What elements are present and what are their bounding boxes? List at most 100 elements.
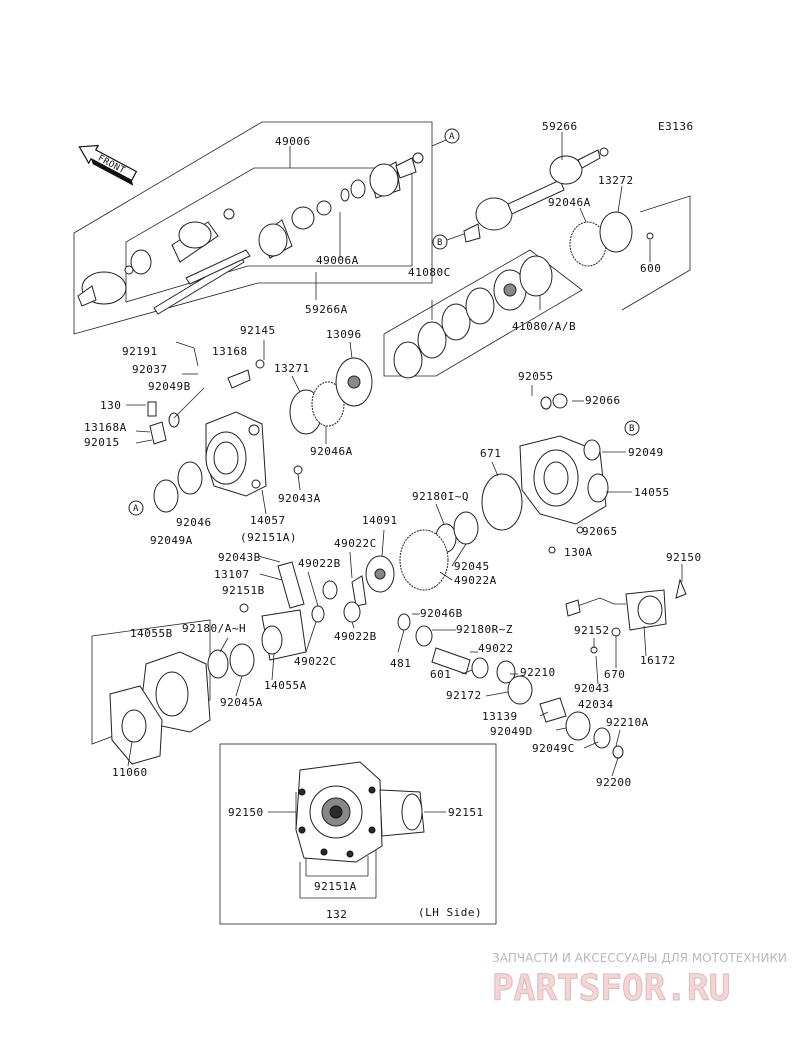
label-92150-top: 92150: [666, 551, 702, 564]
clutch-pack-group: [383, 249, 583, 379]
assembly-132-lh-view: [295, 761, 425, 863]
actuator-16172: [565, 578, 687, 631]
label-13096: 13096: [326, 328, 362, 341]
label-49022b-mid: 49022B: [334, 630, 377, 643]
label-92045a: 92045A: [220, 696, 263, 709]
bearing-92045: [453, 511, 479, 545]
label-14055b: 14055B: [130, 627, 173, 640]
half-shaft-right: [463, 132, 609, 243]
label-41080ab: 41080/A/B: [512, 320, 576, 333]
seal-92046: [177, 461, 203, 495]
label-92045: 92045: [454, 560, 490, 573]
label-14055a: 14055A: [264, 679, 307, 692]
label-92049c: 92049C: [532, 742, 575, 755]
label-13271: 13271: [274, 362, 310, 375]
label-42034: 42034: [578, 698, 614, 711]
seal-92049a: [153, 479, 179, 513]
bearing-92045a: [229, 643, 255, 677]
label-92043a: 92043A: [278, 492, 321, 505]
label-130a: 130A: [564, 546, 593, 559]
label-49006a: 49006A: [316, 254, 359, 267]
label-92055: 92055: [518, 370, 554, 383]
label-92049b: 92049B: [148, 380, 191, 393]
front-arrow-icon: FRONT: [78, 144, 138, 186]
plate-13272: [599, 211, 633, 253]
label-92180iq: 92180I~Q: [412, 490, 469, 503]
label-481: 481: [390, 657, 411, 670]
label-11060: 11060: [112, 766, 148, 779]
label-13168a: 13168A: [84, 421, 127, 434]
label-132: 132: [326, 908, 347, 921]
label-14055: 14055: [634, 486, 670, 499]
label-92151a-inset: 92151A: [314, 880, 357, 893]
label-49022c-mid: 49022C: [294, 655, 337, 668]
housing-14057: [175, 341, 267, 497]
label-13272: 13272: [598, 174, 634, 187]
label-92049: 92049: [628, 446, 664, 459]
boot-right: [258, 223, 288, 257]
label-59266a: 59266A: [305, 303, 348, 316]
label-59266: 59266: [542, 120, 578, 133]
case-14055: [519, 435, 609, 525]
watermark-logo: PARTSFOR.RU: [492, 968, 730, 1009]
label-14091: 14091: [362, 514, 398, 527]
callout-a-top-label: A: [449, 132, 455, 142]
label-92210a: 92210A: [606, 716, 649, 729]
label-92049d: 92049D: [490, 725, 533, 738]
sleeve-42034: [565, 711, 591, 741]
label-600: 600: [640, 262, 661, 275]
label-92210: 92210: [520, 666, 556, 679]
label-670: 670: [604, 668, 625, 681]
label-16172: 16172: [640, 654, 676, 667]
label-92200: 92200: [596, 776, 632, 789]
cover-14055b: [91, 619, 211, 765]
label-92046a-top: 92046A: [548, 196, 591, 209]
drive-shaft-group: [73, 121, 433, 335]
label-49022: 49022: [478, 642, 514, 655]
label-92180ah: 92180/A~H: [182, 622, 246, 635]
label-92191: 92191: [122, 345, 158, 358]
inset-frame: [219, 743, 497, 925]
label-92046b: 92046B: [420, 607, 463, 620]
label-13107: 13107: [214, 568, 250, 581]
label-49022a: 49022A: [454, 574, 497, 587]
label-92150-inset: 92150: [228, 806, 264, 819]
label-49022b-top: 49022B: [298, 557, 341, 570]
label-130: 130: [100, 399, 121, 412]
pinion-49022: [431, 647, 471, 675]
label-92015: 92015: [84, 436, 120, 449]
watermark-caption: ЗАПЧАСТИ И АКСЕССУАРЫ ДЛЯ МОТОТЕХНИКИ: [492, 951, 787, 965]
callout-b-mid: [624, 420, 640, 436]
label-92172: 92172: [446, 689, 482, 702]
label-13139: 13139: [482, 710, 518, 723]
label-92151b: 92151B: [222, 584, 265, 597]
label-92043b: 92043B: [218, 551, 261, 564]
callout-a-mid: [128, 500, 144, 516]
diagram-code: E3136: [658, 120, 694, 133]
callout-b-top-label: B: [437, 238, 443, 248]
label-92046a-mid: 92046A: [310, 445, 353, 458]
callout-a-top: [444, 128, 460, 144]
label-92049a: 92049A: [150, 534, 193, 547]
bearing-92172: [507, 675, 533, 705]
oring-671: [481, 473, 523, 531]
ring-gear-49022a: [399, 529, 449, 591]
label-92043: 92043: [574, 682, 610, 695]
callout-b-mid-label: B: [629, 424, 635, 434]
label-13168: 13168: [212, 345, 248, 358]
label-92066: 92066: [585, 394, 621, 407]
label-601: 601: [430, 668, 451, 681]
label-92065: 92065: [582, 525, 618, 538]
callout-a-mid-label: A: [133, 504, 139, 514]
label-49022c-top: 49022C: [334, 537, 377, 550]
label-92037: 92037: [132, 363, 168, 376]
label-49006: 49006: [275, 135, 311, 148]
label-92151a-paren: (92151A): [240, 531, 297, 544]
inset-caption: (LH Side): [418, 906, 482, 919]
callout-b-top: [432, 234, 448, 250]
label-14057: 14057: [250, 514, 286, 527]
label-92145: 92145: [240, 324, 276, 337]
label-671: 671: [480, 447, 501, 460]
